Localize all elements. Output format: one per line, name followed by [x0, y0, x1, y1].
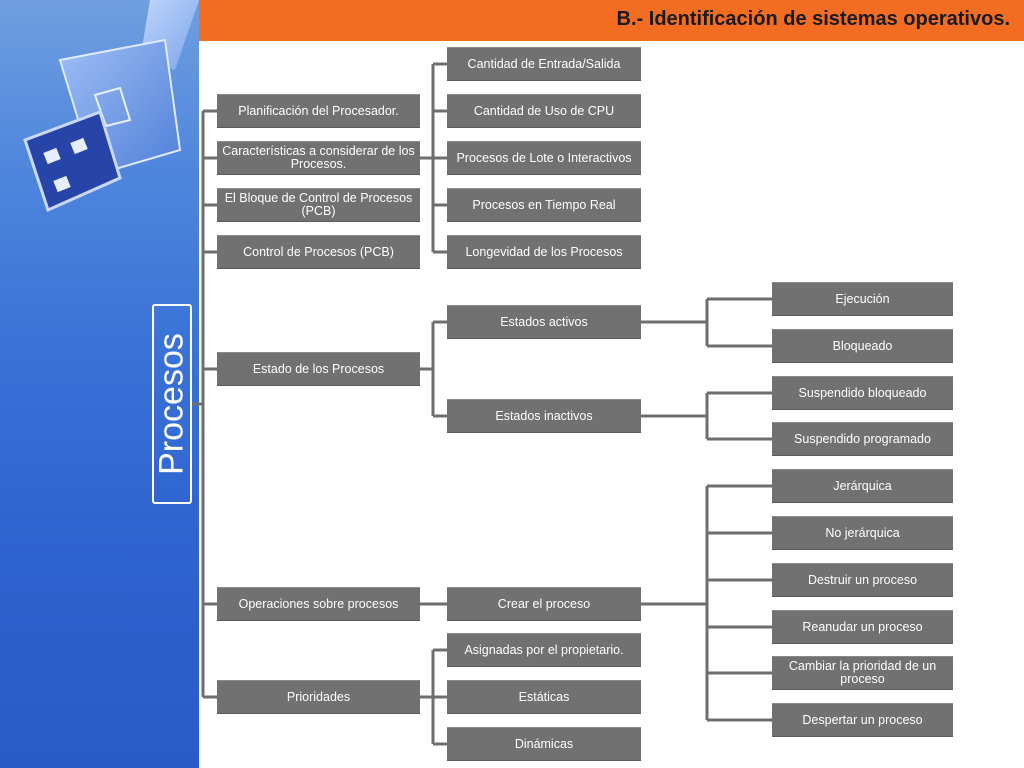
node-bloque-control: El Bloque de Control de Procesos (PCB): [217, 188, 420, 222]
node-estado-procesos: Estado de los Procesos: [217, 352, 420, 386]
title-bar: B.- Identificación de sistemas operativo…: [199, 0, 1024, 41]
node-asignadas-propietario: Asignadas por el propietario.: [447, 633, 641, 667]
node-suspendido-programado: Suspendido programado: [772, 422, 953, 456]
node-reanudar-proceso: Reanudar un proceso: [772, 610, 953, 644]
node-dinamicas: Dinámicas: [447, 727, 641, 761]
node-estados-activos: Estados activos: [447, 305, 641, 339]
sidebar-background: [0, 0, 199, 768]
operaciones-detalle-connector: [641, 484, 772, 722]
node-cambiar-prioridad: Cambiar la prioridad de un proceso: [772, 656, 953, 690]
node-longevidad: Longevidad de los Procesos: [447, 235, 641, 269]
node-estaticas: Estáticas: [447, 680, 641, 714]
node-estados-inactivos: Estados inactivos: [447, 399, 641, 433]
node-operaciones: Operaciones sobre procesos: [217, 587, 420, 621]
main-spine-connector: [192, 109, 217, 699]
slide-title: B.- Identificación de sistemas operativo…: [616, 8, 1010, 30]
usb-connector-icon: [23, 0, 199, 213]
estados-activos-connector: [641, 297, 772, 348]
node-jerarquica: Jerárquica: [772, 469, 953, 503]
node-tiempo-real: Procesos en Tiempo Real: [447, 188, 641, 222]
node-no-jerarquica: No jerárquica: [772, 516, 953, 550]
estados-connector: [420, 320, 447, 418]
node-control-procesos: Control de Procesos (PCB): [217, 235, 420, 269]
node-uso-cpu: Cantidad de Uso de CPU: [447, 94, 641, 128]
caracteristicas-connector: [420, 62, 447, 254]
node-lote-interactivos: Procesos de Lote o Interactivos: [447, 141, 641, 175]
node-despertar-proceso: Despertar un proceso: [772, 703, 953, 737]
node-caracteristicas: Características a considerar de los Proc…: [217, 141, 420, 175]
main-title-frame: [152, 304, 192, 504]
node-planificacion: Planificación del Procesador.: [217, 94, 420, 128]
node-prioridades: Prioridades: [217, 680, 420, 714]
estados-inactivos-connector: [641, 391, 772, 441]
node-suspendido-bloqueado: Suspendido bloqueado: [772, 376, 953, 410]
prioridades-connector: [420, 648, 447, 746]
node-ejecucion: Ejecución: [772, 282, 953, 316]
node-bloqueado: Bloqueado: [772, 329, 953, 363]
node-crear-proceso: Crear el proceso: [447, 587, 641, 621]
node-cantidad-es: Cantidad de Entrada/Salida: [447, 47, 641, 81]
node-destruir-proceso: Destruir un proceso: [772, 563, 953, 597]
